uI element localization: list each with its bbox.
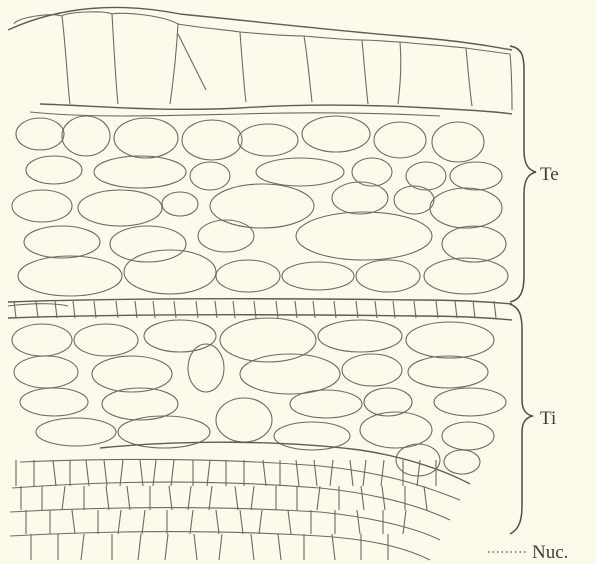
- nucellus-cell-wall: [106, 486, 109, 510]
- tangential-cell-wall: [73, 301, 75, 318]
- nucellus-cell-wall: [424, 486, 427, 510]
- nucellus-cell-wall: [259, 510, 262, 534]
- nucellus-cell-wall: [72, 510, 75, 534]
- nucellus-cell-wall: [138, 534, 141, 560]
- nucellus-cell-wall: [240, 510, 243, 534]
- nucellus-cell-wall: [188, 486, 191, 510]
- nucellus-cell-wall: [190, 510, 193, 534]
- nuc-label: Nuc.: [532, 542, 568, 563]
- outer-epidermis: [8, 7, 512, 116]
- nucellus-cell-wall: [332, 534, 335, 560]
- nucellus-cell-wall: [194, 534, 197, 560]
- nucellus-cell-wall: [86, 460, 89, 486]
- nucellus-cell-wall: [142, 510, 145, 534]
- nucellus-cell-wall: [251, 486, 254, 510]
- tangential-cell-wall: [14, 301, 16, 318]
- nucellus-cell-wall: [165, 534, 168, 560]
- nucellus-cell-wall: [363, 460, 366, 486]
- nucellus-cell-wall: [219, 534, 222, 560]
- nucellus-cell-wall: [330, 460, 333, 486]
- nucellus-cell-wall: [209, 486, 212, 510]
- nucellus-cell-wall: [278, 534, 281, 560]
- nucellus-cells: [10, 442, 470, 560]
- nucellus-cell-wall: [216, 510, 219, 534]
- nucellus-cell-wall: [251, 534, 254, 560]
- nucellus-cell-wall: [381, 460, 384, 486]
- nucellus-cell-wall: [104, 460, 107, 486]
- tangential-cell-wall: [473, 301, 475, 318]
- ti-label: Ti: [540, 408, 556, 429]
- nucellus-cell-wall: [417, 460, 420, 486]
- nucellus-cell-wall: [350, 460, 353, 486]
- te-label: Te: [540, 164, 559, 185]
- ti-brace: [510, 304, 532, 534]
- tangential-cell-wall: [233, 301, 235, 318]
- nucellus-cell-wall: [169, 486, 172, 510]
- nucellus-cell-wall: [288, 510, 291, 534]
- nucellus-cell-wall: [403, 510, 406, 534]
- tangential-cell-wall: [494, 301, 496, 318]
- nucellus-cell-wall: [53, 460, 56, 486]
- nucellus-cell-wall: [127, 486, 130, 510]
- nucellus-cell-wall: [62, 486, 65, 510]
- nucellus-cell-wall: [263, 460, 266, 486]
- nucellus-cell-wall: [317, 486, 320, 510]
- te-brace: [510, 46, 536, 302]
- outer-integument-cells: [12, 116, 508, 296]
- nucellus-cell-wall: [361, 486, 364, 510]
- tangential-cell-wall: [455, 301, 457, 318]
- nucellus-cell-wall: [81, 534, 84, 560]
- inner-integument-cells: [12, 318, 506, 476]
- nucellus-cell-wall: [357, 510, 360, 534]
- nucellus-cell-wall: [118, 510, 121, 534]
- nucellus-cell-wall: [314, 460, 317, 486]
- nucellus-cell-wall: [235, 486, 238, 510]
